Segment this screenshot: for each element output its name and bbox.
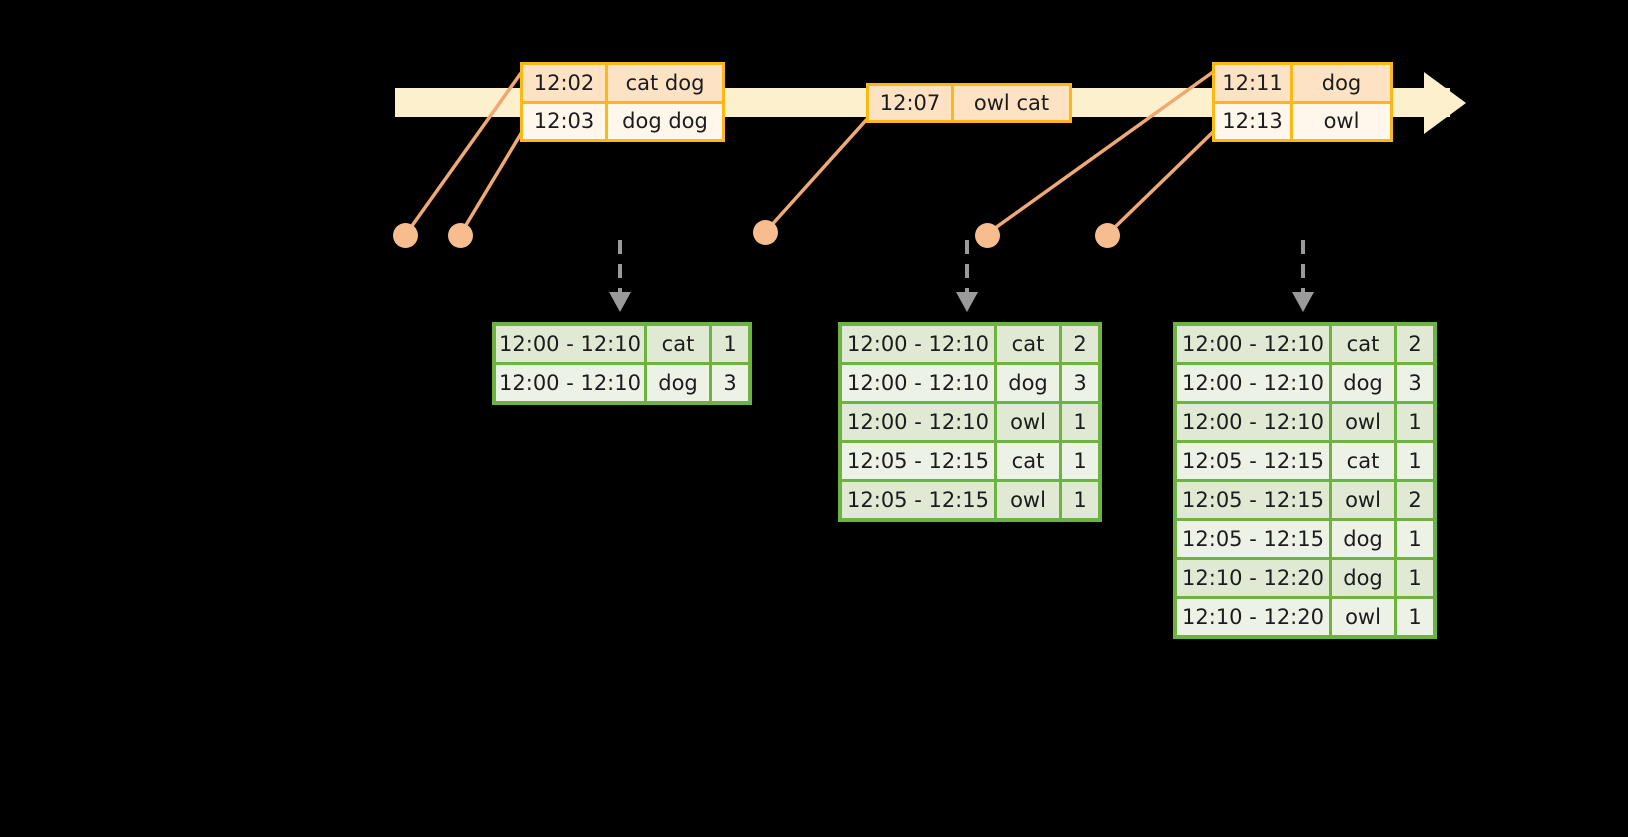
cell-count: 3 bbox=[1062, 365, 1098, 401]
message-group-1: 12:02 cat dog 12:03 dog dog bbox=[520, 62, 725, 142]
cell-word: cat bbox=[1332, 326, 1394, 362]
cell-count: 3 bbox=[712, 365, 748, 401]
cell-count: 2 bbox=[1397, 326, 1433, 362]
leader-line-2 bbox=[461, 131, 524, 231]
message-row: 12:11 dog bbox=[1215, 65, 1390, 101]
cell-word: owl bbox=[1332, 599, 1394, 635]
cell-word: dog bbox=[1332, 521, 1394, 557]
cell-window: 12:05 - 12:15 bbox=[842, 482, 994, 518]
event-dot-1 bbox=[393, 223, 418, 248]
message-words: cat dog bbox=[608, 65, 722, 101]
cell-window: 12:05 - 12:15 bbox=[1177, 521, 1329, 557]
timeline-arrow-icon bbox=[1424, 72, 1466, 134]
cell-window: 12:00 - 12:10 bbox=[1177, 365, 1329, 401]
cell-word: cat bbox=[1332, 443, 1394, 479]
message-time: 12:02 bbox=[523, 65, 608, 101]
cell-word: dog bbox=[1332, 560, 1394, 596]
event-dot-5 bbox=[1095, 223, 1120, 248]
cell-word: owl bbox=[997, 404, 1059, 440]
cell-word: owl bbox=[1332, 404, 1394, 440]
cell-window: 12:10 - 12:20 bbox=[1177, 599, 1329, 635]
dashed-arrow-icon-2 bbox=[956, 240, 978, 312]
message-row: 12:13 owl bbox=[1215, 100, 1390, 139]
cell-window: 12:00 - 12:10 bbox=[842, 326, 994, 362]
cell-count: 1 bbox=[1397, 521, 1433, 557]
cell-count: 1 bbox=[712, 326, 748, 362]
cell-word: dog bbox=[647, 365, 709, 401]
leader-line-3 bbox=[767, 116, 870, 230]
cell-count: 1 bbox=[1397, 560, 1433, 596]
dashed-arrow-icon-1 bbox=[609, 240, 631, 312]
cell-word: dog bbox=[997, 365, 1059, 401]
cell-word: cat bbox=[647, 326, 709, 362]
cell-word: dog bbox=[1332, 365, 1394, 401]
message-time: 12:07 bbox=[869, 86, 954, 120]
cell-word: cat bbox=[997, 443, 1059, 479]
event-dot-4 bbox=[975, 223, 1000, 248]
cell-window: 12:05 - 12:15 bbox=[1177, 443, 1329, 479]
dashed-arrow-icon-3 bbox=[1292, 240, 1314, 312]
cell-count: 3 bbox=[1397, 365, 1433, 401]
message-words: dog bbox=[1293, 65, 1390, 101]
cell-word: cat bbox=[997, 326, 1059, 362]
cell-count: 1 bbox=[1397, 599, 1433, 635]
message-words: dog dog bbox=[608, 103, 722, 139]
cell-word: owl bbox=[997, 482, 1059, 518]
leader-line-5 bbox=[1109, 129, 1216, 233]
cell-count: 2 bbox=[1397, 482, 1433, 518]
message-time: 12:03 bbox=[523, 103, 608, 139]
message-words: owl bbox=[1293, 103, 1390, 139]
cell-count: 1 bbox=[1062, 443, 1098, 479]
cell-window: 12:00 - 12:10 bbox=[842, 365, 994, 401]
event-dot-2 bbox=[448, 223, 473, 248]
cell-count: 1 bbox=[1062, 404, 1098, 440]
cell-count: 2 bbox=[1062, 326, 1098, 362]
cell-window: 12:00 - 12:10 bbox=[496, 365, 644, 401]
message-row: 12:03 dog dog bbox=[523, 100, 722, 139]
event-dot-3 bbox=[753, 220, 778, 245]
message-time: 12:11 bbox=[1215, 65, 1293, 101]
cell-window: 12:05 - 12:15 bbox=[842, 443, 994, 479]
cell-count: 1 bbox=[1397, 443, 1433, 479]
message-time: 12:13 bbox=[1215, 103, 1293, 139]
message-row: 12:07 owl cat bbox=[869, 86, 1069, 120]
cell-window: 12:05 - 12:15 bbox=[1177, 482, 1329, 518]
cell-count: 1 bbox=[1397, 404, 1433, 440]
cell-count: 1 bbox=[1062, 482, 1098, 518]
message-words: owl cat bbox=[954, 86, 1069, 120]
cell-window: 12:00 - 12:10 bbox=[842, 404, 994, 440]
cell-word: owl bbox=[1332, 482, 1394, 518]
message-group-2: 12:07 owl cat bbox=[866, 83, 1072, 123]
message-group-3: 12:11 dog 12:13 owl bbox=[1212, 62, 1393, 142]
cell-window: 12:10 - 12:20 bbox=[1177, 560, 1329, 596]
message-row: 12:02 cat dog bbox=[523, 65, 722, 101]
cell-window: 12:00 - 12:10 bbox=[1177, 404, 1329, 440]
cell-window: 12:00 - 12:10 bbox=[496, 326, 644, 362]
cell-window: 12:00 - 12:10 bbox=[1177, 326, 1329, 362]
